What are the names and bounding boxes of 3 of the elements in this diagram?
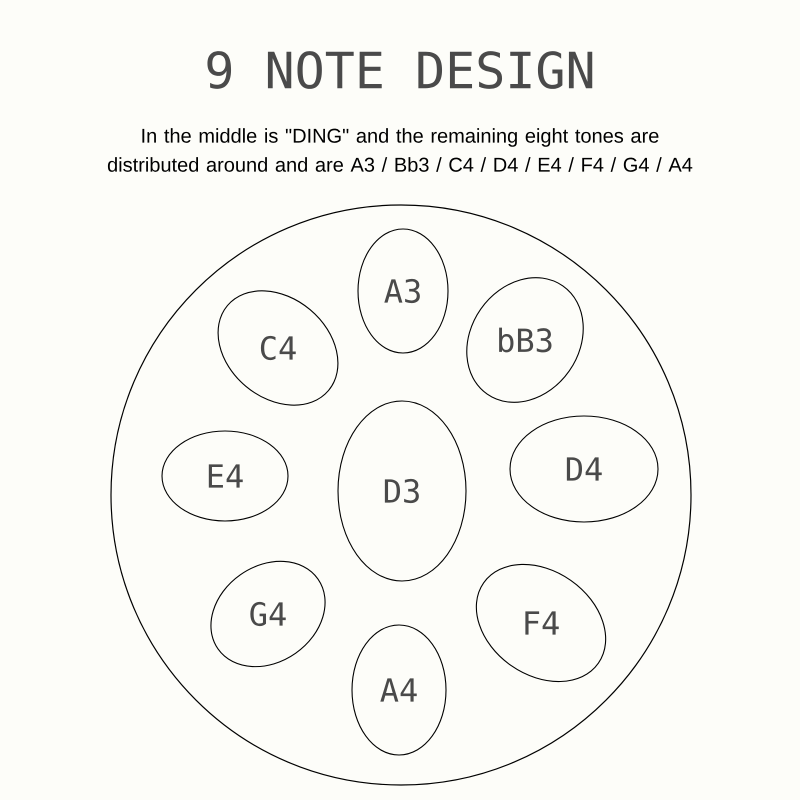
title: 9 NOTE DESIGN <box>207 51 592 89</box>
drum-outline <box>110 204 692 786</box>
description: In the middle is "DING" and the remaining eight tones are distributed around and are A3 / Bb3 / C4 / D4 / E4 / F4 / G4 / A4 <box>108 128 692 172</box>
